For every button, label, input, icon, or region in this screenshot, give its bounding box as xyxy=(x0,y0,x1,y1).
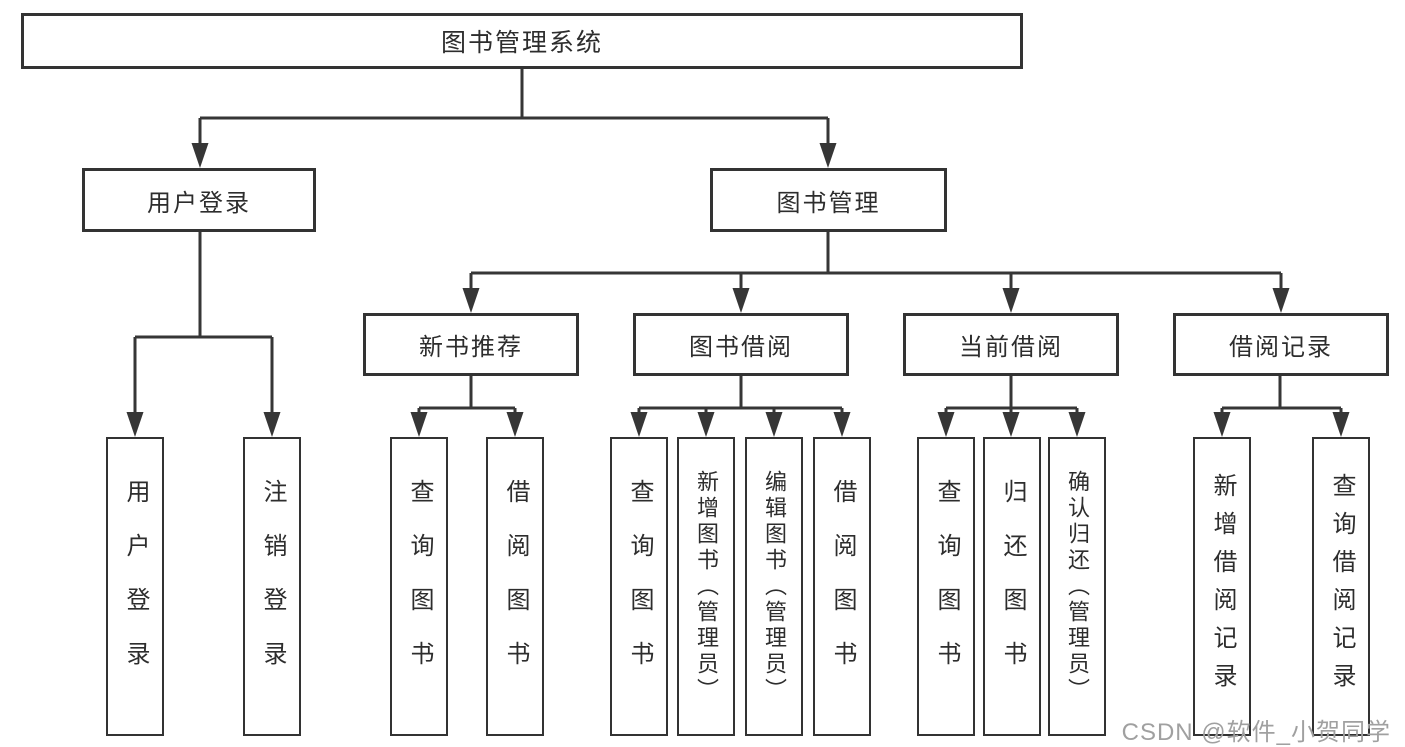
node-label: 图书管理系统 xyxy=(440,29,603,57)
edges-book-borrowing xyxy=(630,376,851,437)
edges-book-management xyxy=(462,232,1290,313)
node-library-system: 图书管理系统 xyxy=(21,13,1023,69)
edge-line xyxy=(469,232,1283,295)
leaf-label: 借阅图书 xyxy=(502,478,529,695)
arrow-head xyxy=(1002,412,1020,437)
leaf-logout: 注销登录 xyxy=(243,437,301,736)
arrow-head xyxy=(1213,412,1231,437)
leaf-return-books: 归还图书 xyxy=(983,437,1041,736)
leaf-label: 查询借阅记录 xyxy=(1328,472,1355,701)
leaf-confirm-return-admin: 确认归还（管理员） xyxy=(1048,437,1106,736)
leaf-borrow-books-recommend: 借阅图书 xyxy=(486,437,544,736)
arrow-head xyxy=(630,412,648,437)
arrow-head xyxy=(765,412,783,437)
node-label: 图书借阅 xyxy=(689,334,793,361)
arrow-head xyxy=(126,412,144,437)
edges-root-to-level2 xyxy=(191,67,837,168)
leaf-label: 新增借阅记录 xyxy=(1209,472,1236,701)
leaf-query-books-recommend: 查询图书 xyxy=(390,437,448,736)
node-current-borrowing: 当前借阅 xyxy=(903,313,1119,376)
arrow-head xyxy=(937,412,955,437)
leaf-user-login: 用户登录 xyxy=(106,437,164,736)
arrow-head xyxy=(1332,412,1350,437)
arrow-head xyxy=(191,143,209,168)
leaf-label: 新增图书（管理员） xyxy=(694,469,719,704)
leaf-label: 编辑图书（管理员） xyxy=(762,469,787,704)
leaf-add-book-admin: 新增图书（管理员） xyxy=(677,437,735,736)
node-new-book-recommendation: 新书推荐 xyxy=(363,313,579,376)
edges-new-book-recommendation xyxy=(410,376,524,437)
edge-line xyxy=(1220,376,1343,420)
edge-line xyxy=(198,67,830,150)
leaf-label: 查询图书 xyxy=(933,478,960,695)
leaf-edit-book-admin: 编辑图书（管理员） xyxy=(745,437,803,736)
edge-line xyxy=(417,376,517,420)
arrow-head xyxy=(1002,288,1020,313)
leaf-label: 归还图书 xyxy=(999,478,1026,695)
node-label: 当前借阅 xyxy=(959,334,1063,361)
arrow-head xyxy=(1272,288,1290,313)
node-label: 用户登录 xyxy=(147,189,251,217)
edge-line xyxy=(133,232,274,420)
arrow-head xyxy=(506,412,524,437)
leaf-label: 注销登录 xyxy=(259,478,286,695)
edges-borrowing-records xyxy=(1213,376,1350,437)
arrow-head xyxy=(1068,412,1086,437)
node-user-login: 用户登录 xyxy=(82,168,316,232)
leaf-label: 查询图书 xyxy=(626,478,653,695)
node-borrowing-records: 借阅记录 xyxy=(1173,313,1389,376)
edges-current-borrowing xyxy=(937,376,1086,437)
leaf-label: 用户登录 xyxy=(122,478,149,695)
arrow-head xyxy=(263,412,281,437)
leaf-label: 查询图书 xyxy=(406,478,433,695)
arrow-head xyxy=(410,412,428,437)
arrow-head xyxy=(462,288,480,313)
node-book-management: 图书管理 xyxy=(710,168,947,232)
leaf-add-borrow-record: 新增借阅记录 xyxy=(1193,437,1251,736)
leaf-label: 借阅图书 xyxy=(829,478,856,695)
edges-user-login xyxy=(126,232,281,437)
leaf-borrow-books: 借阅图书 xyxy=(813,437,871,736)
leaf-query-books-borrowing: 查询图书 xyxy=(610,437,668,736)
edge-line xyxy=(637,376,844,420)
leaf-query-books-current: 查询图书 xyxy=(917,437,975,736)
watermark: CSDN @软件_小贺同学 xyxy=(1121,719,1391,746)
arrow-head xyxy=(833,412,851,437)
node-label: 图书管理 xyxy=(776,189,881,217)
leaf-query-borrow-record: 查询借阅记录 xyxy=(1312,437,1370,736)
leaf-label: 确认归还（管理员） xyxy=(1065,469,1090,704)
arrow-head xyxy=(732,288,750,313)
arrow-head xyxy=(819,143,837,168)
node-book-borrowing: 图书借阅 xyxy=(633,313,849,376)
arrow-head xyxy=(697,412,715,437)
node-label: 借阅记录 xyxy=(1229,334,1333,361)
node-label: 新书推荐 xyxy=(419,334,523,361)
